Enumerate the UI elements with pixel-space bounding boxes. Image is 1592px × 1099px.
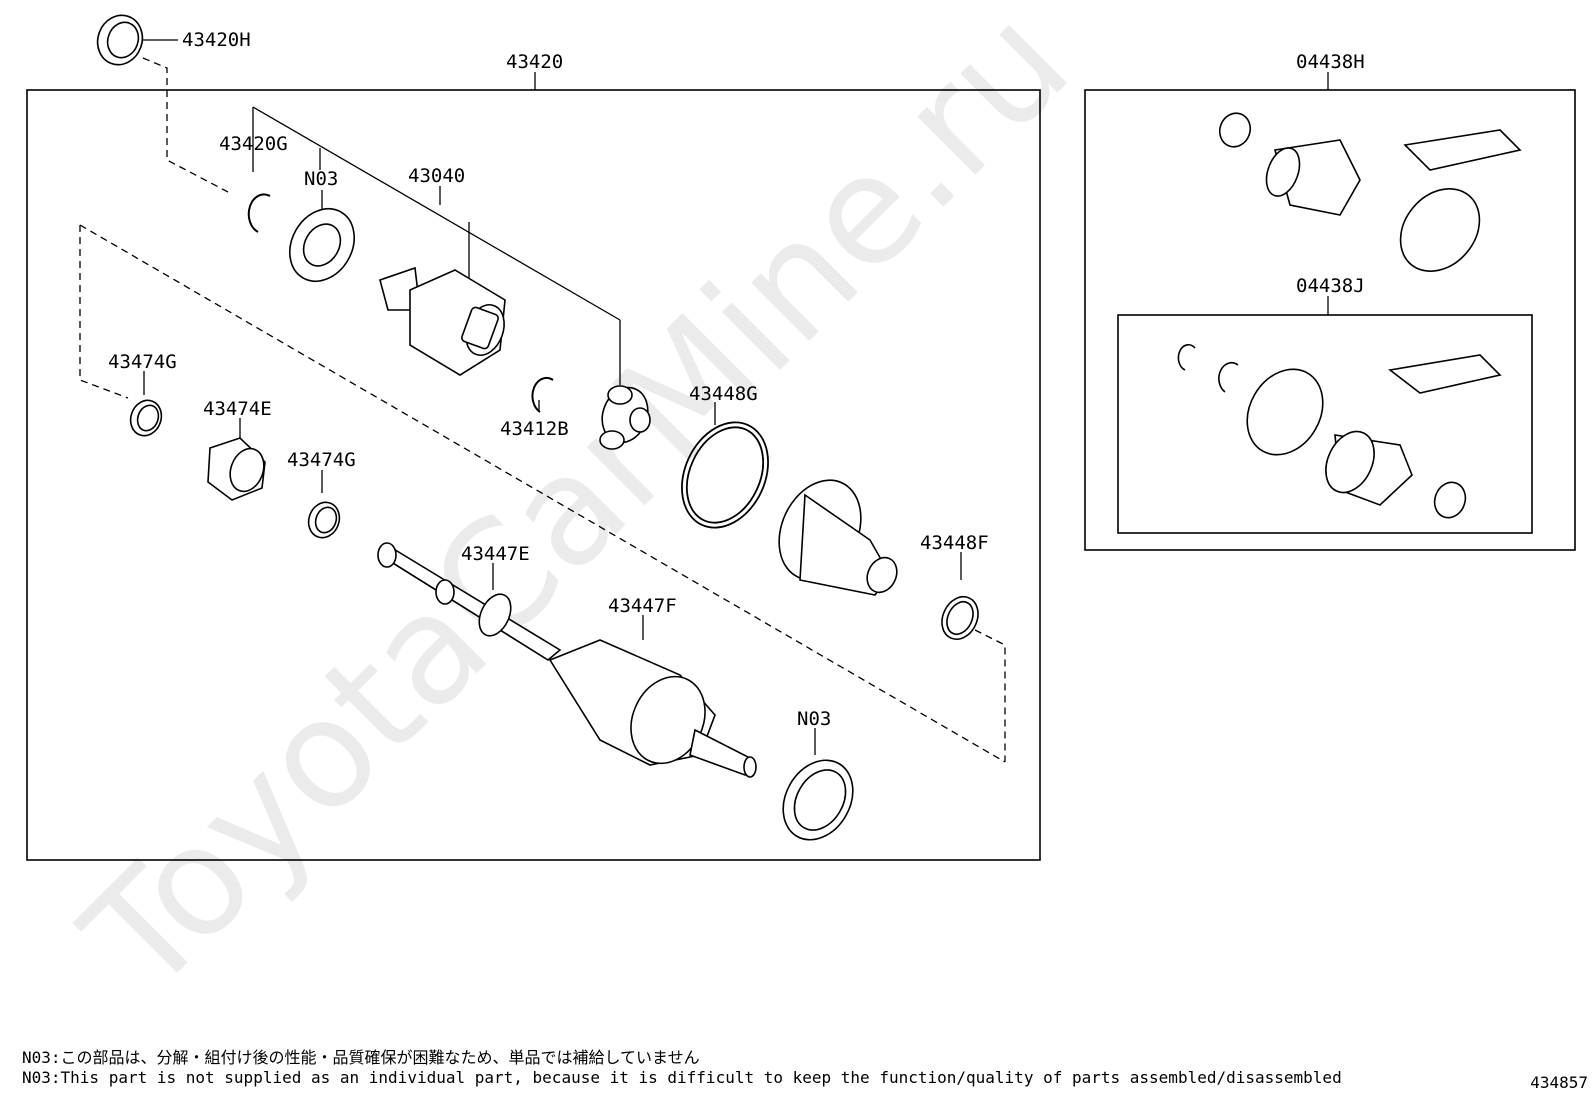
drive-shaft (377, 542, 562, 661)
label-43474E: 43474E (203, 398, 272, 420)
label-43474G-a: 43474G (108, 351, 177, 373)
footnote-japanese: N03:この部品は、分解・組付け後の性能・品質確保が困難なため、単品では補給して… (22, 1048, 700, 1067)
label-N03-b: N03 (797, 708, 831, 730)
footnote-english: N03:This part is not supplied as an indi… (22, 1068, 1342, 1087)
outboard-joint-43447F (548, 639, 757, 778)
seal-43420H (96, 14, 144, 66)
label-43420H: 43420H (182, 29, 251, 51)
washer-N03 (289, 208, 355, 282)
label-43420: 43420 (506, 51, 563, 73)
inboard-joint-43040 (379, 266, 506, 376)
label-43448G: 43448G (689, 383, 758, 405)
bushing-43474E (207, 437, 266, 501)
label-43447F: 43447F (608, 595, 677, 617)
boot-clamp-43448F (941, 596, 979, 640)
assembly-box-43420 (26, 89, 1041, 861)
kit-04438H-parts (1218, 112, 1522, 272)
kit-box-04438J (1117, 314, 1533, 534)
snap-ring-43412B (531, 376, 554, 413)
label-04438J: 04438J (1296, 275, 1365, 297)
label-43474G-b: 43474G (287, 449, 356, 471)
watermark-text: ToyotaCarMine.ru (52, 0, 1102, 1026)
snap-ring-43420G (247, 193, 271, 233)
boot-clamp-43448G (681, 421, 769, 529)
kit-box-04438H (1084, 89, 1576, 551)
label-43447E: 43447E (461, 543, 530, 565)
collar-43474G-a (129, 399, 163, 437)
tripod-joint (599, 385, 651, 450)
label-43420G: 43420G (219, 133, 288, 155)
diagram-code: 434857 (1530, 1073, 1588, 1092)
label-N03-a: N03 (304, 168, 338, 190)
kit-04438J-parts (1177, 344, 1502, 519)
seal-N03-outboard (782, 759, 854, 841)
label-43448F: 43448F (920, 532, 989, 554)
label-04438H: 04438H (1296, 51, 1365, 73)
label-43040: 43040 (408, 165, 465, 187)
inboard-boot (778, 479, 898, 596)
label-43412B: 43412B (500, 418, 569, 440)
collar-43474G-b (307, 501, 341, 539)
